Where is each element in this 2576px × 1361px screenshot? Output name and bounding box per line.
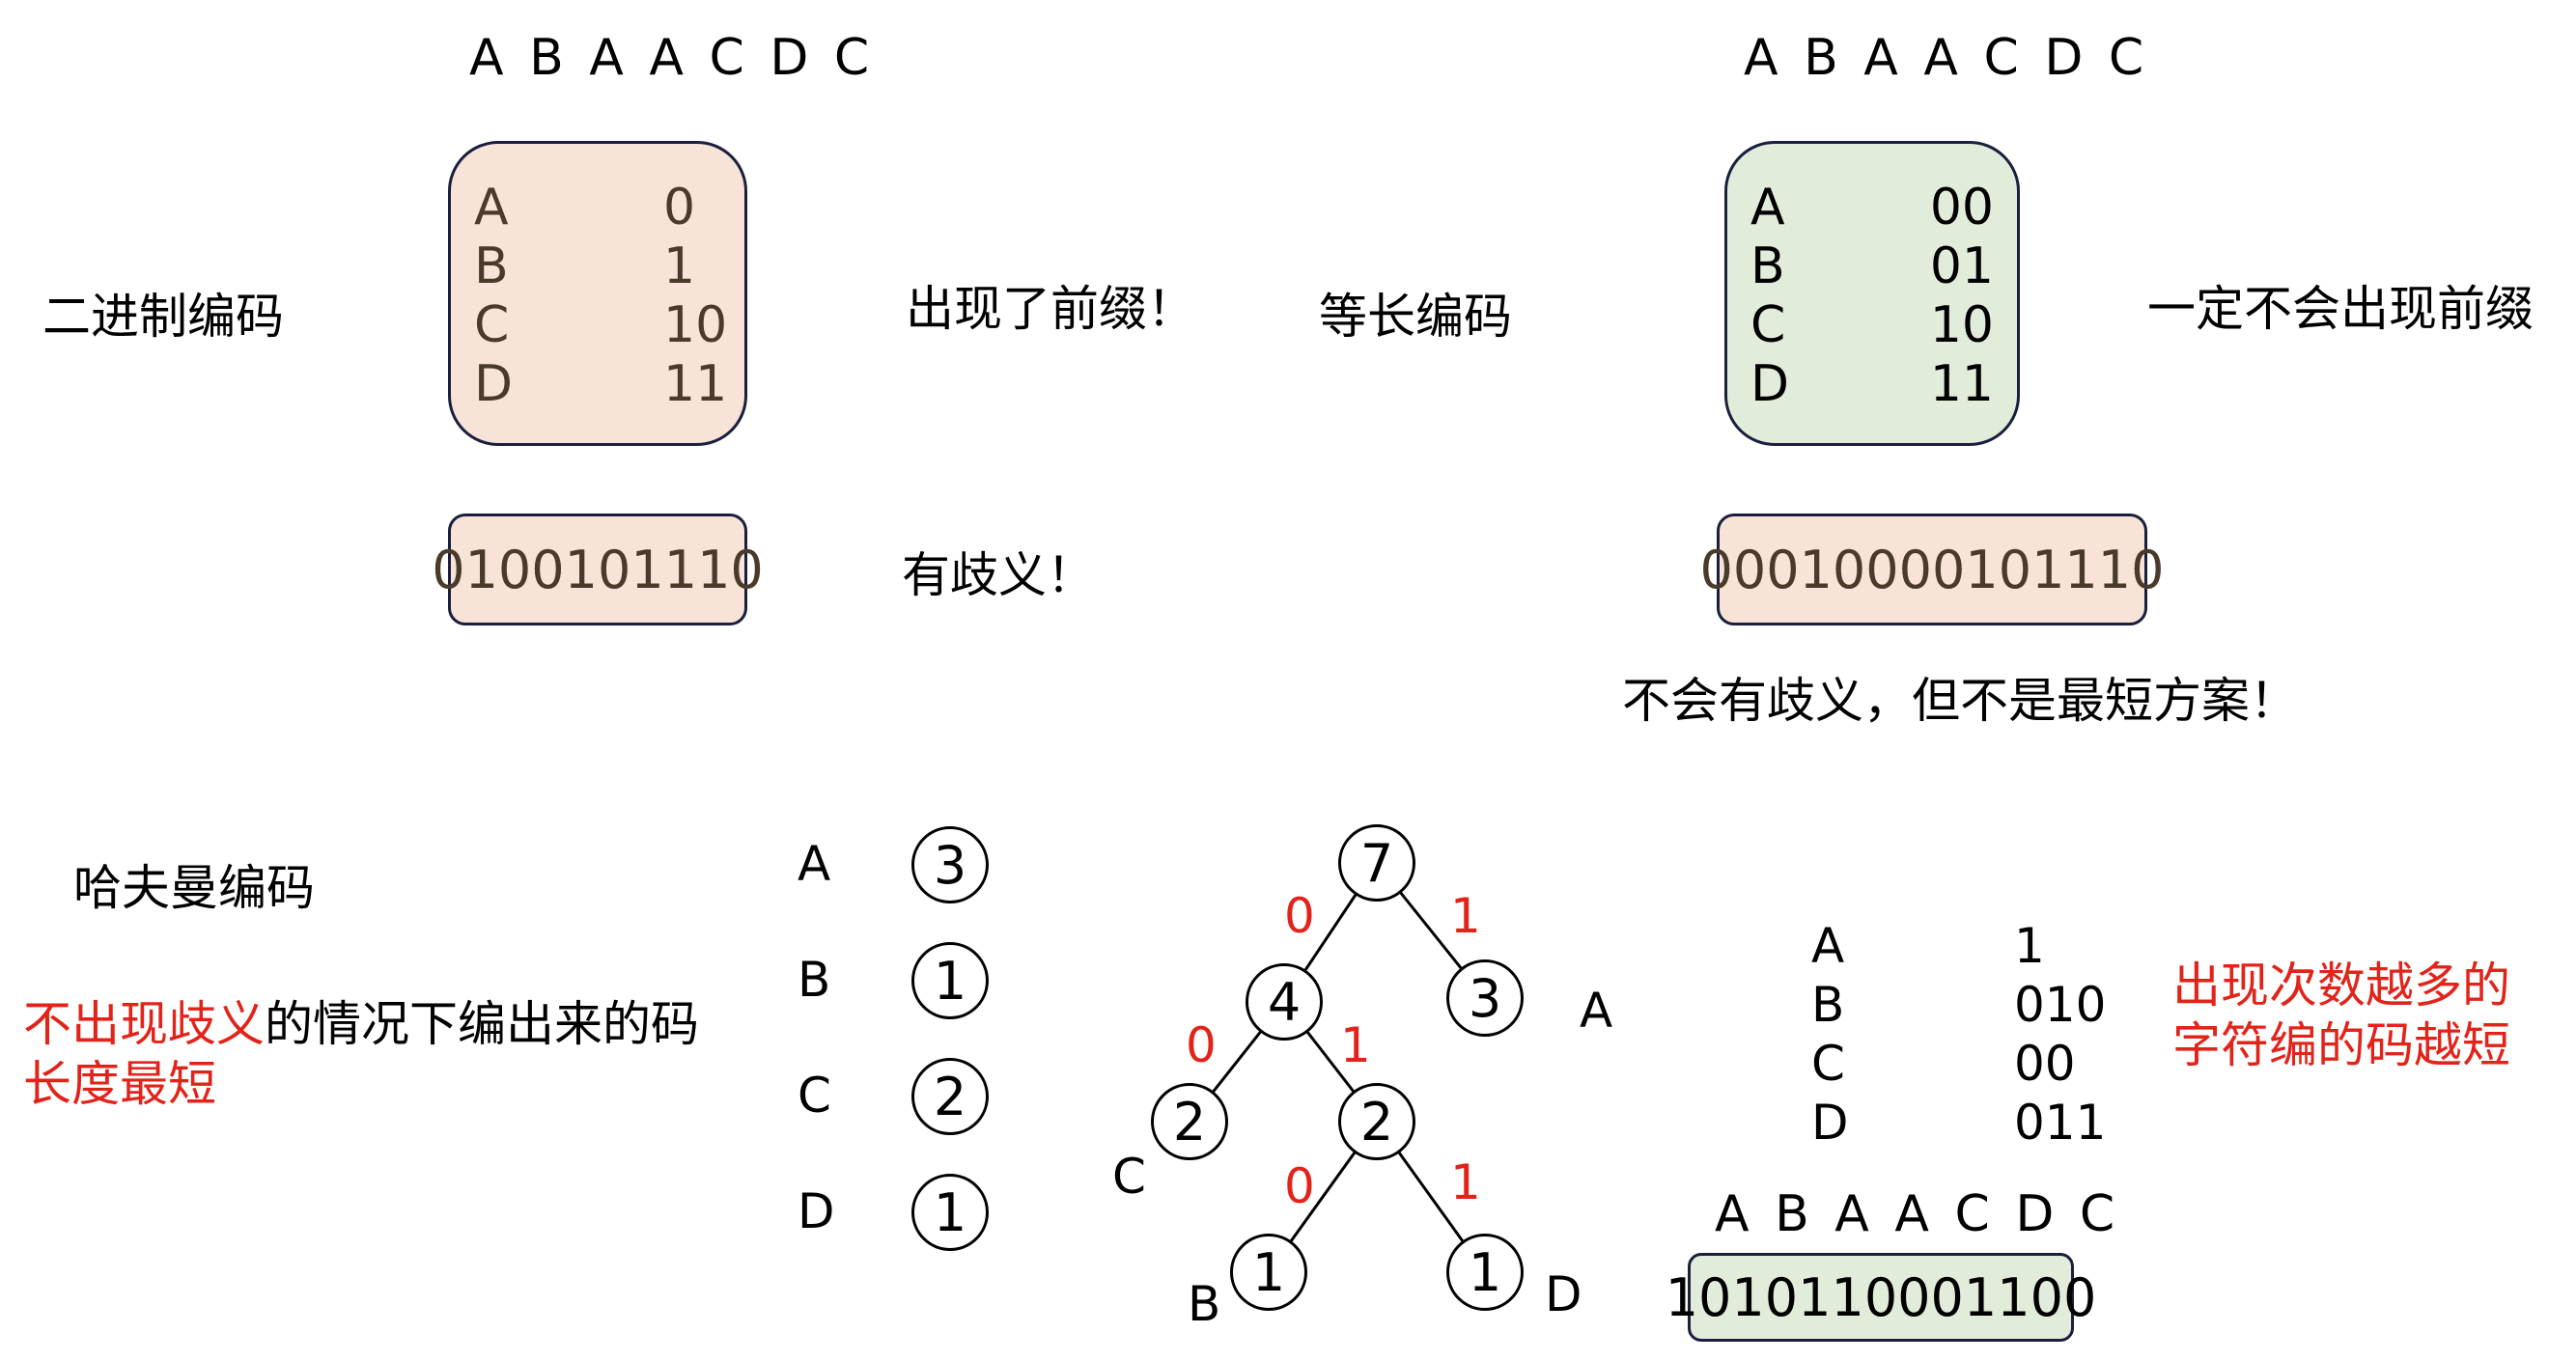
code-value: 11	[663, 355, 728, 413]
huffman-note-highlight-2: 长度最短	[23, 1056, 216, 1112]
huffman-note-text: 的情况下编出来的码	[265, 996, 699, 1052]
code-row-d: D 11	[474, 355, 728, 414]
code-row-a: A 00	[1750, 179, 1994, 237]
fixed-encoded-string: 00010000101110	[1700, 514, 2165, 625]
code-row-b: B 1	[474, 237, 721, 296]
code-row-b: B 01	[1750, 237, 1994, 296]
code-symbol: B	[474, 237, 509, 295]
tree-node-n4: 4	[1246, 963, 1323, 1041]
fixed-ambiguity-remark: 不会有歧义，但不是最短方案！	[1622, 673, 2298, 729]
fixed-code-table: A 00 B 01 C 10 D 11	[1724, 141, 2020, 446]
code-value: 10	[1929, 296, 1994, 354]
binary-encoded-string: 0100101110	[432, 514, 764, 625]
freq-symbol-c: C	[798, 1068, 831, 1124]
code-row-c: C 10	[474, 296, 728, 355]
freq-symbol-b: B	[798, 952, 831, 1008]
code-symbol: B	[1811, 977, 1845, 1033]
code-value: 01	[1929, 237, 1994, 295]
leaf-symbol-a: A	[1580, 983, 1613, 1039]
edge-bit-n2-left: 0	[1284, 1158, 1315, 1214]
code-value: 010	[2014, 977, 2107, 1033]
code-symbol: D	[1750, 355, 1790, 413]
code-value: 10	[663, 296, 728, 354]
code-symbol: C	[1811, 1036, 1845, 1092]
tree-node-n2: 2	[1338, 1083, 1415, 1160]
leaf-symbol-d: D	[1545, 1266, 1582, 1322]
tree-node-leaf-c: 2	[1151, 1083, 1228, 1160]
huffman-remark-line-2: 字符编的码越短	[2172, 1017, 2510, 1073]
code-value: 00	[1929, 179, 1994, 236]
code-value: 1	[663, 237, 696, 295]
binary-ambiguity-remark: 有歧义！	[902, 547, 1095, 603]
fixed-prefix-remark: 一定不会出现前缀	[2147, 281, 2534, 337]
huffman-remark-line-1: 出现次数越多的	[2172, 958, 2510, 1014]
leaf-symbol-c: C	[1112, 1149, 1146, 1205]
huffman-code-row-d: D 011	[1811, 1094, 2106, 1153]
binary-sequence: A B A A C D C	[469, 29, 873, 87]
huffman-note: 不出现歧义的情况下编出来的码 长度最短	[23, 994, 699, 1114]
huffman-encoding-title: 哈夫曼编码	[73, 860, 315, 916]
huffman-code-row-c: C 00	[1811, 1035, 2076, 1094]
code-value: 00	[2014, 1036, 2076, 1092]
code-value: 11	[1929, 355, 1994, 413]
huffman-code-row-b: B 010	[1811, 976, 2106, 1035]
fixed-sequence: A B A A C D C	[1744, 29, 2147, 87]
tree-node-leaf-b: 1	[1230, 1234, 1307, 1311]
binary-code-table: A 0 B 1 C 10 D 11	[448, 141, 747, 446]
code-symbol: D	[474, 355, 514, 413]
fixed-encoding-title: 等长编码	[1319, 289, 1512, 345]
code-value: 0	[663, 179, 696, 236]
freq-count-c: 2	[911, 1058, 989, 1135]
code-symbol: B	[1750, 237, 1785, 295]
freq-symbol-d: D	[798, 1183, 835, 1239]
edge-bit-n4-right: 1	[1340, 1017, 1371, 1073]
edge-bit-n2-right: 1	[1450, 1154, 1481, 1210]
code-value: 1	[2014, 918, 2045, 974]
huffman-encoded-string: 1010110001100	[1666, 1253, 2096, 1342]
code-value: 011	[2014, 1095, 2107, 1151]
binary-prefix-remark: 出现了前缀！	[906, 281, 1195, 337]
freq-symbol-a: A	[798, 836, 831, 892]
code-symbol: A	[1811, 918, 1845, 974]
edge-bit-root-left: 0	[1284, 888, 1315, 944]
leaf-symbol-b: B	[1188, 1276, 1221, 1332]
code-symbol: A	[474, 179, 509, 236]
tree-node-leaf-a: 3	[1446, 959, 1524, 1037]
code-row-c: C 10	[1750, 296, 1994, 355]
edge-bit-root-right: 1	[1450, 888, 1481, 944]
tree-node-root: 7	[1338, 824, 1415, 902]
huffman-code-row-a: A 1	[1811, 917, 2045, 976]
code-row-d: D 11	[1750, 355, 1994, 414]
huffman-remark: 出现次数越多的 字符编的码越短	[2172, 956, 2510, 1075]
huffman-sequence: A B A A C D C	[1715, 1185, 2118, 1243]
code-row-a: A 0	[474, 179, 721, 237]
code-symbol: A	[1750, 179, 1785, 236]
freq-count-a: 3	[911, 826, 989, 903]
binary-encoding-title: 二进制编码	[42, 289, 284, 345]
code-symbol: C	[1750, 296, 1786, 354]
huffman-note-highlight-1: 不出现歧义	[23, 996, 265, 1052]
code-symbol: C	[474, 296, 510, 354]
code-symbol: D	[1811, 1095, 1849, 1151]
edge-bit-n4-left: 0	[1186, 1017, 1217, 1073]
freq-count-b: 1	[911, 942, 989, 1019]
freq-count-d: 1	[911, 1174, 989, 1251]
tree-node-leaf-d: 1	[1446, 1234, 1524, 1311]
